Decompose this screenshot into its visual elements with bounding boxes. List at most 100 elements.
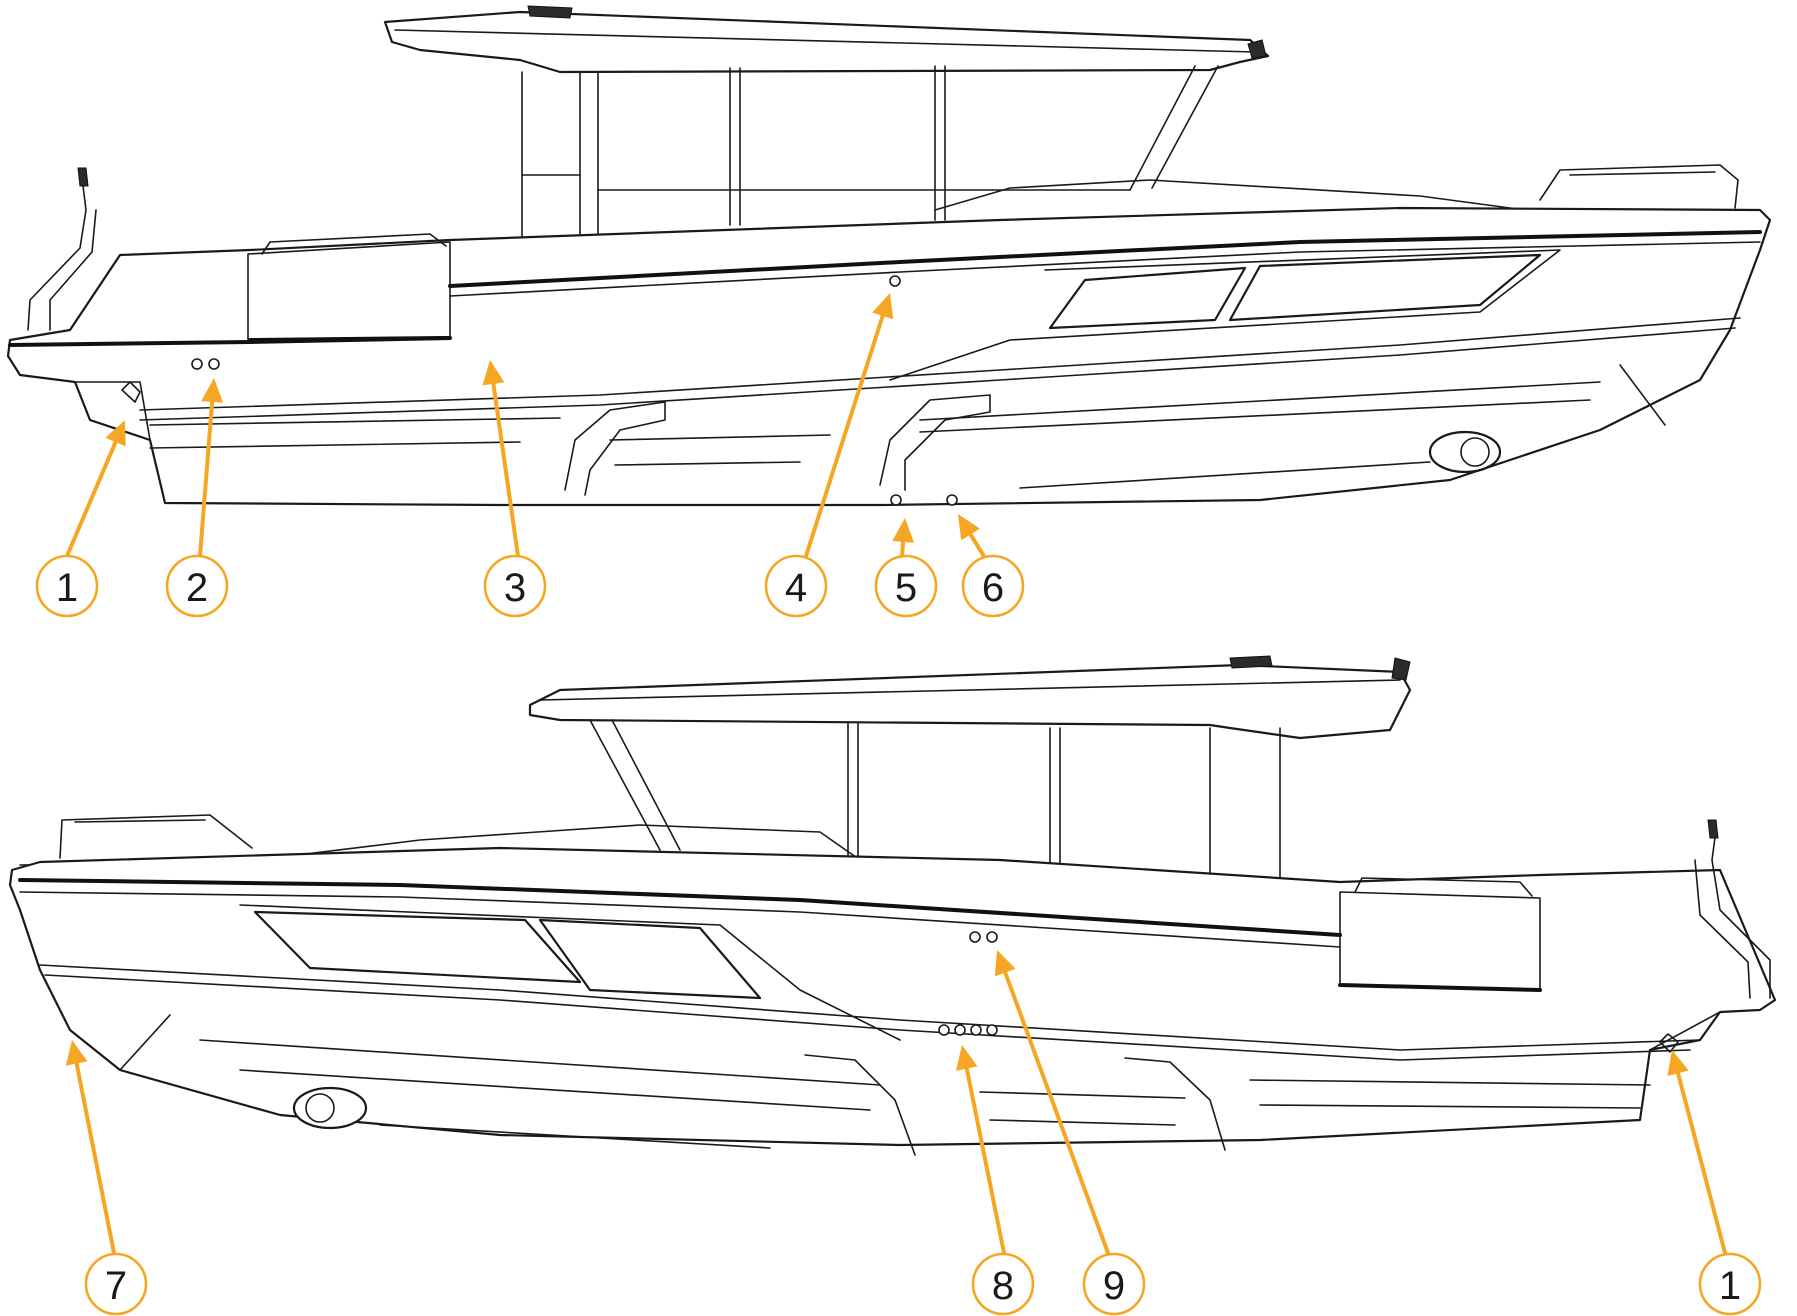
fitting-5	[890, 494, 902, 506]
bow-rail	[1539, 164, 1739, 209]
fitting-2b	[208, 358, 220, 370]
fitting-4	[889, 275, 901, 287]
leader-9-arrowhead	[994, 950, 1016, 977]
boat-side-view-starboard	[6, 5, 1772, 507]
callout-circle	[35, 554, 99, 618]
strake-b4	[1249, 1079, 1651, 1109]
window-surround-2	[239, 904, 901, 1041]
bow-rail-inner-2	[74, 819, 206, 823]
trim-tab-2	[1659, 1033, 1679, 1053]
leader-1-bottom-arrowhead	[1667, 1050, 1689, 1077]
rub-strake-lower	[449, 241, 1761, 297]
bow-thruster-inner	[1460, 437, 1490, 467]
callout-label: 8	[992, 1264, 1014, 1308]
callout-9: 9	[1082, 1252, 1146, 1316]
chine-2b	[44, 974, 1691, 1061]
rub-strake-2	[18, 878, 1342, 937]
callout-leaders	[65, 293, 1727, 1255]
chine-line	[139, 317, 1741, 411]
stern-flag	[77, 167, 89, 187]
callout-label: 4	[785, 566, 807, 610]
side-scoop-b1	[804, 1054, 916, 1156]
leader-9	[1003, 970, 1110, 1255]
hull-window-fwd	[1228, 253, 1542, 322]
trim-tab	[121, 381, 141, 403]
bow-thruster-inner-2	[305, 1093, 335, 1123]
leader-3	[491, 381, 520, 558]
fitting-9b	[986, 931, 998, 943]
callout-4: 4	[764, 554, 828, 618]
fitting-2a	[191, 358, 203, 370]
leader-3-arrowhead	[482, 360, 505, 386]
hull-window-aft	[1048, 266, 1247, 330]
leader-4	[804, 313, 885, 558]
leader-5-arrowhead	[892, 518, 915, 543]
callout-circle	[874, 554, 938, 618]
callout-circle	[1698, 1252, 1762, 1316]
foredeck-top	[934, 179, 1761, 213]
callout-label: 3	[504, 566, 526, 610]
stern-flag-2	[1707, 819, 1719, 839]
strake-1	[149, 417, 561, 449]
aft-pillar-2	[1209, 727, 1281, 881]
callout-circle	[764, 554, 828, 618]
leader-2-arrowhead	[201, 378, 224, 403]
side-scoop-b2	[1124, 1057, 1226, 1151]
fitting-8c	[970, 1024, 982, 1036]
aft-cabin-lower-2	[1338, 983, 1542, 992]
bow-thruster-2	[292, 1086, 368, 1130]
aft-rail-2	[1354, 877, 1533, 897]
leader-4-arrowhead	[872, 293, 894, 320]
leader-8	[964, 1066, 1006, 1255]
callout-1-bottom: 1	[1698, 1252, 1762, 1316]
fwd-strut-2	[589, 719, 681, 851]
stern-rail-2	[1694, 829, 1771, 999]
hardtop-edge	[394, 29, 1256, 53]
leader-6	[968, 532, 987, 560]
strake-2	[609, 434, 831, 466]
roof-antenna-2	[1229, 655, 1273, 669]
forward-strut	[1129, 65, 1219, 191]
bow-stem	[1619, 364, 1666, 426]
bow-thruster	[1428, 430, 1502, 474]
callout-5: 5	[874, 554, 938, 618]
leader-1-top	[65, 440, 118, 558]
chine-2	[39, 964, 1701, 1051]
strake-b3	[979, 1091, 1186, 1126]
rub-strake	[448, 230, 1762, 288]
stern-rail	[27, 177, 97, 331]
chine-line-2	[139, 327, 1736, 421]
hardtop-roof	[383, 10, 1270, 74]
aft-rail	[261, 233, 447, 255]
callout-6: 6	[961, 554, 1025, 618]
callout-label: 6	[982, 566, 1004, 610]
leader-6-arrowhead	[958, 514, 980, 541]
callout-circle	[483, 554, 547, 618]
callout-circle	[165, 554, 229, 618]
leader-2	[198, 399, 215, 558]
fitting-8d	[986, 1024, 998, 1036]
bow-rail-2	[59, 814, 253, 859]
callout-label: 1	[56, 566, 78, 610]
window-pillars	[597, 65, 946, 236]
hull-window-fwd-2	[253, 910, 582, 984]
callout-2: 2	[165, 554, 229, 618]
stern-step	[74, 381, 151, 441]
roof-antenna	[527, 5, 573, 19]
leader-1-bottom	[1676, 1071, 1727, 1255]
side-scoop-aft	[564, 401, 666, 496]
fitting-8a	[938, 1024, 950, 1036]
callout-label: 1	[1719, 1264, 1741, 1308]
callout-label: 5	[895, 566, 917, 610]
leader-1-top-arrowhead	[105, 420, 126, 447]
strake-3	[919, 381, 1601, 489]
fitting-6	[946, 494, 958, 506]
fitting-9a	[969, 931, 981, 943]
roof-light	[1247, 39, 1267, 59]
fitting-8b	[954, 1024, 966, 1036]
leader-5	[900, 539, 906, 558]
callout-8: 8	[971, 1252, 1035, 1316]
hardtop-roof-2	[528, 663, 1412, 740]
bow-stem-2	[119, 1014, 171, 1071]
hardtop-edge-2	[539, 679, 1401, 701]
